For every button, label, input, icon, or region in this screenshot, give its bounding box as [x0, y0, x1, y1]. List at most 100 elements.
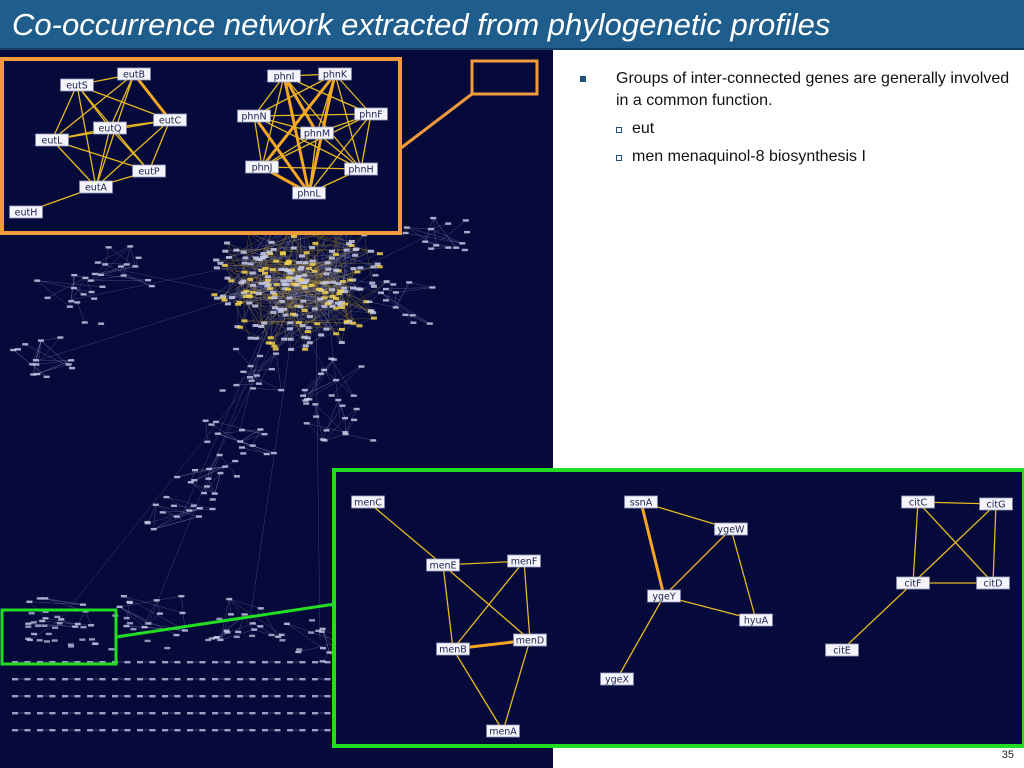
background-node — [221, 263, 228, 267]
background-edge — [149, 255, 298, 621]
background-node — [31, 632, 38, 636]
background-edge — [306, 366, 362, 400]
background-edge — [405, 314, 430, 324]
background-node — [351, 223, 358, 227]
background-node — [163, 495, 170, 499]
background-edge — [364, 234, 373, 284]
background-node — [38, 339, 45, 342]
background-node — [296, 261, 303, 265]
background-node — [295, 274, 302, 278]
background-node — [433, 244, 440, 247]
background-node — [216, 453, 223, 457]
background-node — [339, 404, 346, 407]
background-node — [102, 263, 109, 266]
background-edge — [298, 248, 357, 281]
background-node — [367, 249, 374, 253]
background-node — [291, 234, 298, 238]
background-node — [249, 729, 256, 732]
background-edge — [433, 218, 437, 246]
background-node — [282, 283, 289, 287]
background-node — [123, 616, 130, 620]
background-node — [32, 359, 39, 362]
slide-title: Co-occurrence network extracted from phy… — [12, 7, 831, 42]
background-node — [42, 610, 49, 614]
background-node — [428, 247, 435, 250]
background-edge — [385, 287, 433, 290]
background-node — [445, 246, 452, 249]
background-node — [123, 263, 130, 266]
background-node — [253, 374, 260, 377]
background-node — [264, 284, 271, 288]
background-node — [222, 465, 229, 468]
background-node — [222, 249, 229, 253]
background-node — [328, 249, 335, 253]
node-ygeY: ygeY — [647, 589, 681, 603]
background-edge — [430, 228, 463, 244]
background-node — [317, 297, 324, 301]
background-edge — [341, 249, 357, 343]
background-edge — [104, 247, 109, 265]
background-node — [316, 287, 323, 291]
background-node — [213, 296, 220, 300]
background-node — [339, 280, 346, 284]
background-node — [281, 268, 288, 272]
background-node — [74, 712, 81, 715]
background-node — [159, 511, 166, 514]
background-node — [237, 440, 244, 443]
background-node — [132, 265, 139, 268]
background-edge — [224, 236, 295, 301]
background-edge — [59, 296, 319, 621]
background-edge — [315, 404, 346, 435]
background-node — [224, 631, 231, 634]
background-edge — [105, 264, 152, 287]
background-edge — [331, 251, 350, 322]
background-edge — [153, 516, 200, 530]
background-node — [144, 639, 151, 643]
background-node — [80, 293, 87, 296]
background-node — [80, 625, 87, 629]
background-node — [49, 695, 56, 698]
background-node — [285, 259, 292, 263]
background-node — [174, 712, 181, 715]
background-node — [299, 661, 306, 664]
background-node — [254, 223, 261, 227]
background-node — [247, 336, 254, 340]
background-node — [348, 239, 355, 243]
background-node — [311, 307, 318, 311]
background-node — [270, 247, 277, 251]
background-network-graph — [10, 210, 471, 732]
background-node — [303, 278, 310, 282]
node-box-citC — [901, 495, 935, 509]
background-node — [88, 290, 95, 294]
background-node — [312, 403, 319, 406]
background-edge — [324, 276, 341, 421]
background-node — [208, 637, 215, 640]
background-node — [303, 251, 310, 255]
background-node — [268, 341, 275, 345]
background-node — [217, 261, 224, 265]
node-label-ygeX: ygeX — [605, 675, 629, 686]
background-node — [145, 278, 152, 282]
background-edge — [249, 302, 282, 371]
background-edge — [100, 246, 131, 275]
background-edge — [130, 246, 136, 267]
background-node — [349, 321, 356, 325]
background-node — [257, 354, 264, 358]
background-edge — [166, 496, 190, 511]
background-node — [318, 333, 325, 337]
background-edge — [177, 468, 210, 478]
background-node — [268, 633, 275, 637]
background-node — [296, 648, 303, 651]
background-node — [25, 637, 32, 640]
background-node — [229, 296, 236, 300]
background-edge — [94, 266, 136, 275]
background-edge — [29, 601, 83, 605]
background-edge — [240, 441, 267, 455]
node-box-citE — [825, 643, 859, 657]
background-edge — [190, 482, 215, 494]
background-node — [99, 729, 106, 732]
background-edge — [241, 447, 267, 455]
background-node — [377, 291, 384, 294]
background-node — [237, 325, 244, 329]
background-edge — [306, 423, 346, 433]
